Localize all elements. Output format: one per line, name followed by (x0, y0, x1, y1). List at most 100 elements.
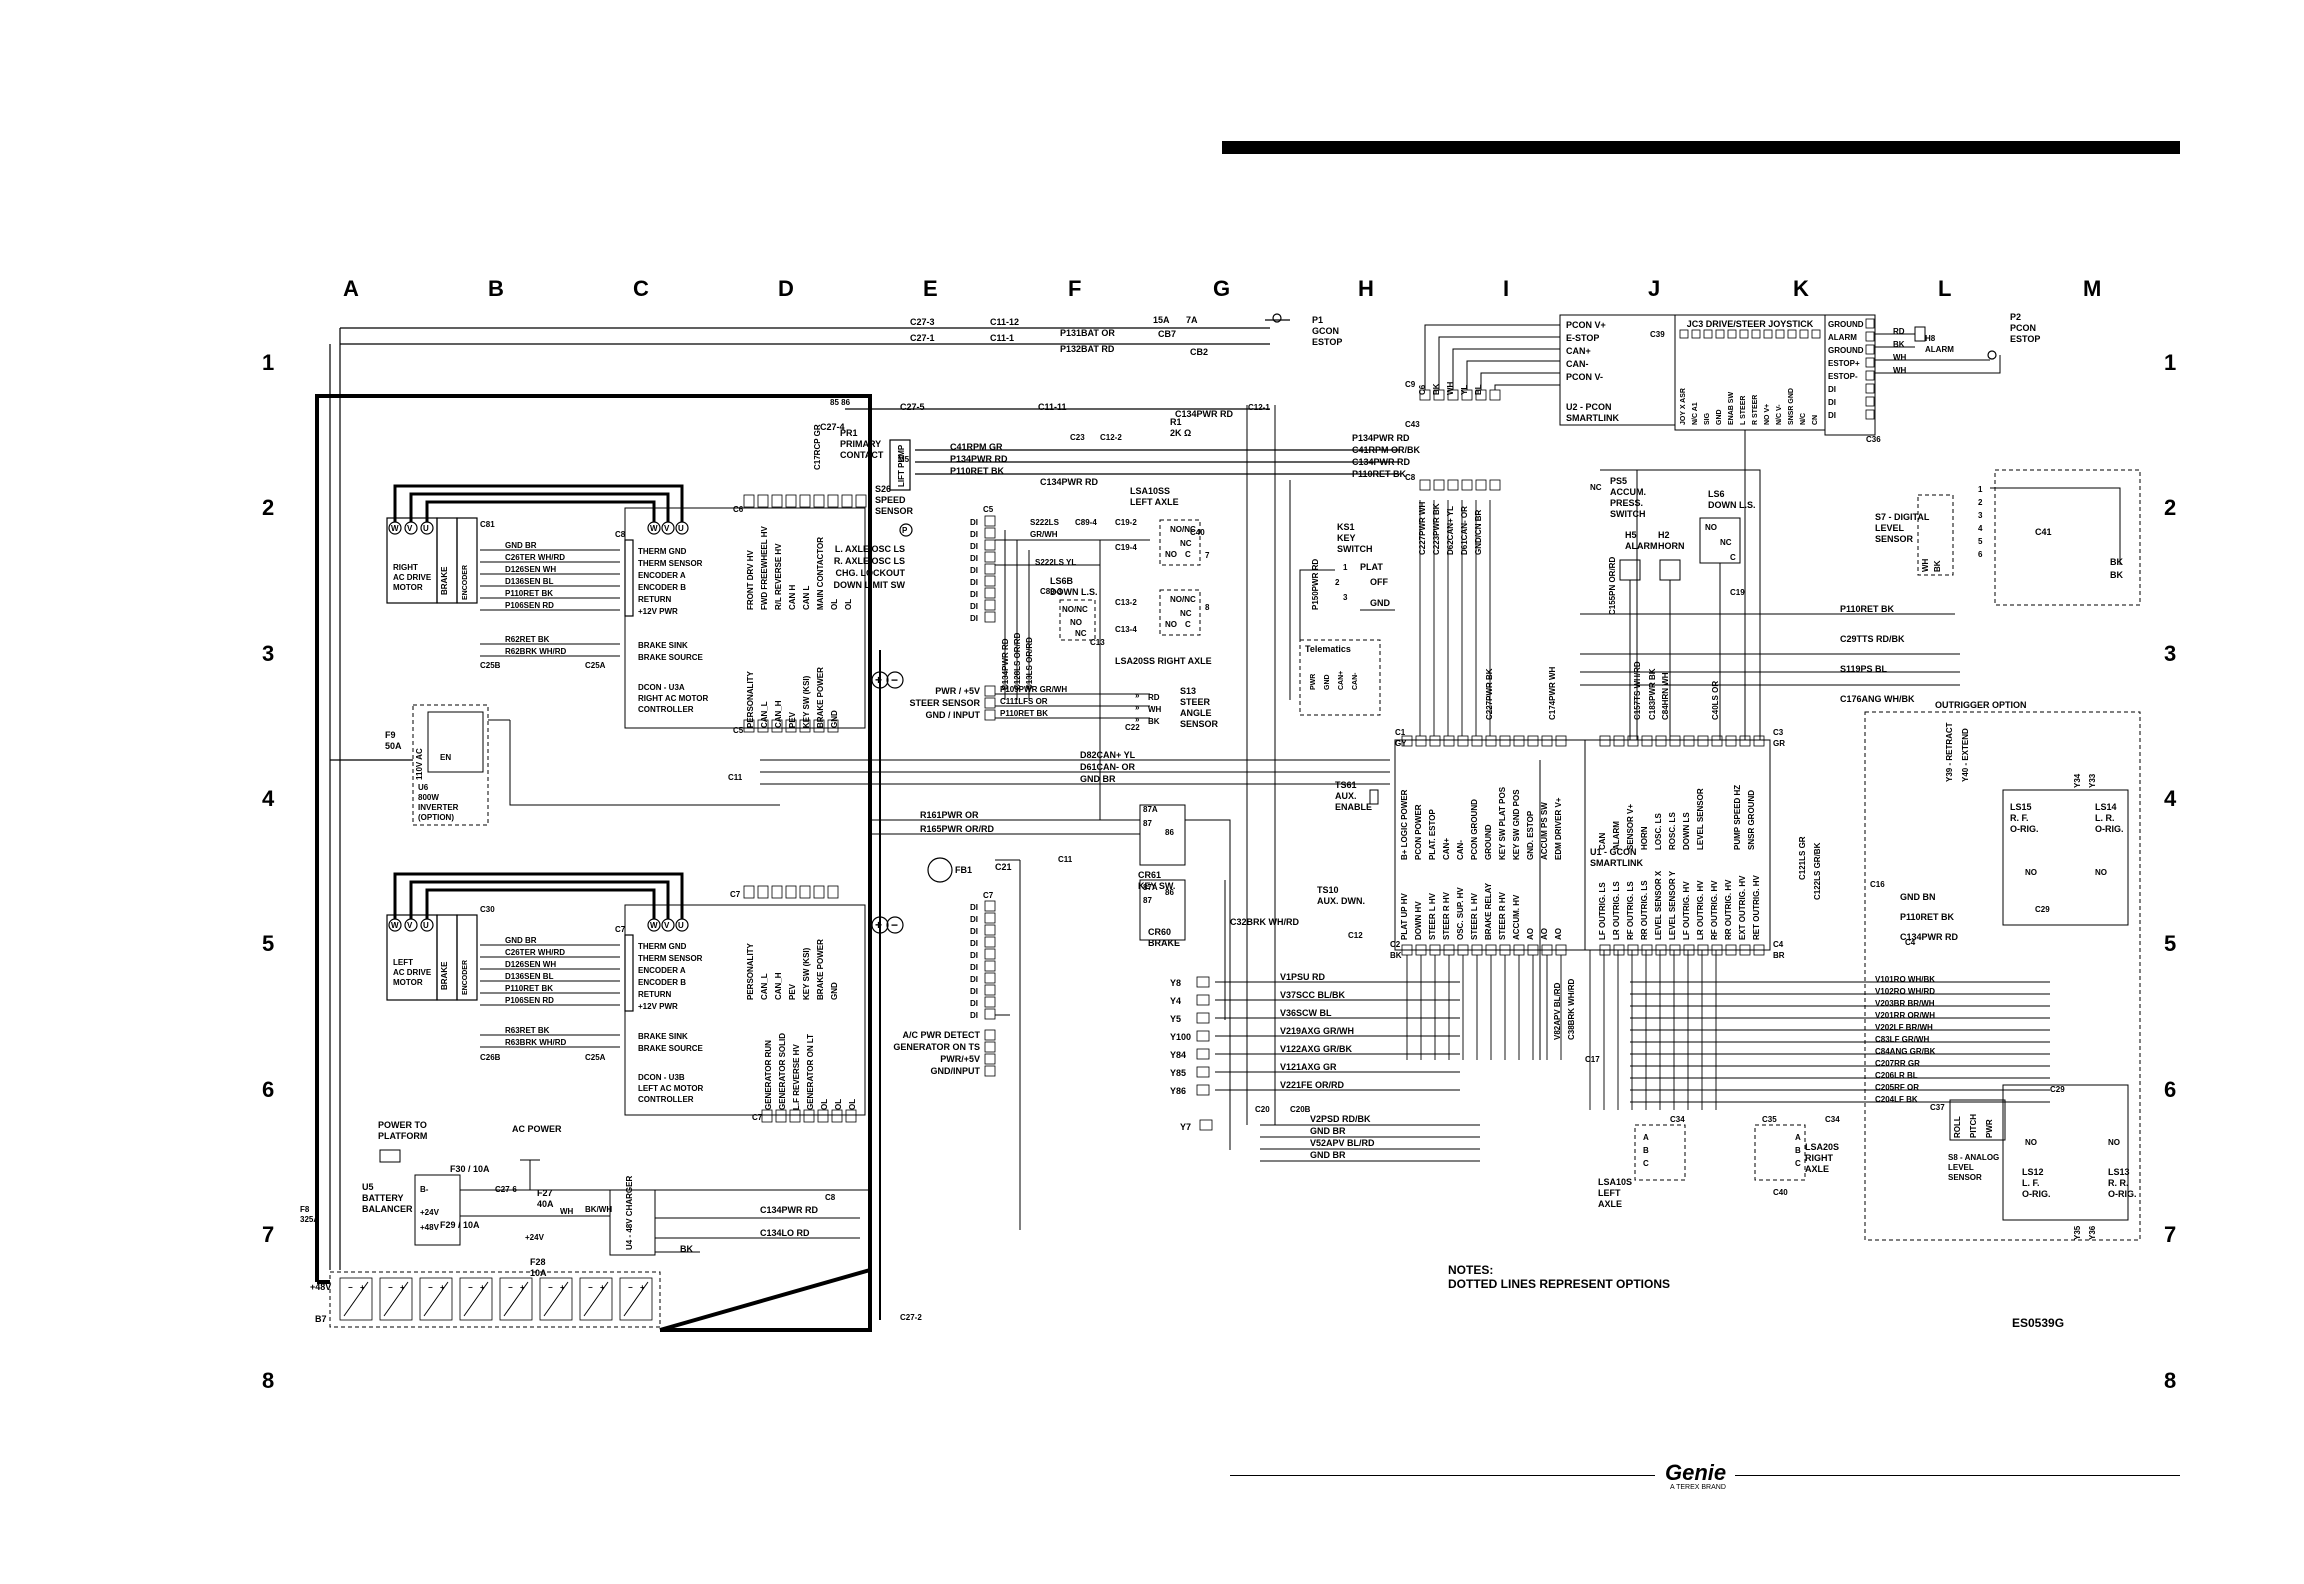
valve-y8: Y8 (1170, 978, 1181, 988)
battery-cell-diag-2 (423, 1281, 449, 1317)
left-phase-v (409, 880, 670, 919)
analog-sensor-pin-0: ROLL (1953, 1116, 1962, 1138)
gcon-top-pin-1: PCON POWER (1414, 804, 1423, 860)
label-c134pwr: C134PWR RD (1175, 409, 1234, 419)
pcon-estop-p2-0: P2 (2010, 312, 2021, 322)
c6-gcon-wire-0: C227PWR WH (1418, 501, 1427, 555)
label-c23: C23 (1070, 433, 1085, 442)
outrigger-ls12-2: O-RIG. (2022, 1189, 2051, 1199)
speed-sensor-1: SPEED (875, 495, 906, 505)
right-brake-wire-label-1: R62BRK WH/RD (505, 647, 567, 656)
outrigger-cwire-7: C207RR GR (1875, 1059, 1920, 1068)
ac-power-label: AC POWER (512, 1124, 562, 1134)
right-top-pin-6 (827, 494, 839, 508)
gcon-rbot-pin-11: RET OUTRIG. HV (1752, 874, 1761, 940)
gcon-v-wire-5: C183PWR BK (1648, 668, 1657, 720)
left-bot-pin-6 (845, 1109, 857, 1123)
balancer-name-0: U5 (362, 1182, 374, 1192)
joystick-pin-11: CN (1812, 415, 1819, 425)
analog-sensor-pin-2: PWR (1985, 1119, 1994, 1138)
balancer-24v: +24V (420, 1208, 440, 1217)
gcon-smartlink-name-1: SMARTLINK (1590, 858, 1643, 868)
y7-wire-label-0: V2PSD RD/BK (1310, 1114, 1371, 1124)
c6-gcon-wire-3: D61CAN- OR (1460, 506, 1469, 555)
gcon-bot-pin-7: STEER R HV (1498, 891, 1507, 940)
c7-label-3: GND/INPUT (931, 1066, 981, 1076)
inverter-inner (427, 711, 484, 773)
key-switch-name-2: SWITCH (1337, 544, 1373, 554)
label-c11-12: C11-12 (990, 317, 1019, 327)
outrigger-valve-1: Y40 - EXTEND (1961, 728, 1970, 782)
left-bot-pin-4 (817, 1109, 829, 1123)
c12-label: C12 (1348, 931, 1363, 940)
br-87a: 87A (1143, 883, 1158, 892)
left-row-label-2: 2 (262, 495, 275, 520)
gnd-alarm-pin-box-7 (1865, 409, 1875, 420)
left-phase-label-W: W (391, 921, 399, 930)
column-label-g: G (1213, 276, 1231, 301)
right-motor-title-2: MOTOR (393, 583, 423, 592)
drawing-id: ES0539G (2012, 1316, 2065, 1330)
charger-wire-bkwh: BK/WH (585, 1205, 612, 1214)
left-bot-pin-1 (775, 1109, 787, 1123)
gnd-alarm-block (1824, 314, 1876, 436)
fuse-f29: F29 / 10A (440, 1220, 480, 1230)
gcon-c1-pin-2 (1429, 735, 1441, 747)
c6-gcon-wire-2: D62CAN+ YL (1446, 506, 1455, 555)
axle-bot-left-pin-A: A (1643, 1133, 1649, 1142)
right-top-pin-0 (743, 494, 755, 508)
axle-left-c40: C40 (1190, 528, 1205, 537)
cell-minus-0: − (348, 1283, 353, 1292)
notes-block: NOTES: DOTTED LINES REPRESENT OPTIONS (1448, 1263, 1670, 1291)
valve-coil-3 (1196, 1030, 1210, 1042)
gcon-estop-2: ESTOP (1312, 337, 1342, 347)
c11-label: C11 (728, 773, 743, 782)
bus-minus-2 (886, 916, 904, 934)
gnd-alarm-pin-box-1 (1865, 331, 1875, 342)
c7-label-2: PWR/+5V (940, 1054, 980, 1064)
bus-plus-2 (871, 916, 889, 934)
joystick-pin-9: SNSR GND (1788, 388, 1795, 425)
left-row-label-6: 6 (262, 1077, 275, 1102)
alarm-h8-0: H8 (1925, 334, 1936, 343)
c7-di-0: DI (970, 903, 978, 912)
gnd-alarm-pin-5: DI (1828, 385, 1836, 394)
gcon-top-pin-10: ACCUM PS SW (1540, 802, 1549, 860)
right-mid-wire-0: P110RET BK (1840, 604, 1895, 614)
c6-di-label-2: CHG. LOCKOUT (836, 568, 906, 578)
left-top-pin-1 (757, 885, 769, 899)
left-vert-pin2-2: L.F REVERSE HV (792, 1044, 801, 1110)
outrigger-ls14-0: LS14 (2095, 802, 2117, 812)
c7-label-0: A/C PWR DETECT (903, 1030, 981, 1040)
right-ctrl-phase-W (647, 521, 661, 535)
label-r165: R165PWR OR/RD (920, 824, 995, 834)
c6-power-label-1: STEER SENSOR (909, 698, 980, 708)
gcon-bot-pin-0: PLAT UP HV (1400, 893, 1409, 940)
fuse-f28-1: 10A (530, 1268, 547, 1278)
left-vert-pin-6: GND (830, 982, 839, 1000)
steer-c22: C22 (1125, 723, 1140, 732)
label-c134pwr-rd: C134PWR RD (1040, 477, 1099, 487)
cell-minus-5: − (548, 1283, 553, 1292)
gnd-alarm-pin-box-5 (1865, 383, 1875, 394)
down-ls-nc: NC (1075, 629, 1087, 638)
c7-di-pin-8 (984, 996, 996, 1008)
gcon-c4-pin-5 (1669, 944, 1681, 956)
pcon-pin-4: PCON V- (1566, 372, 1603, 382)
left-wire-label-4: P110RET BK (505, 984, 553, 993)
outrigger-cwire-3: V201RR OR/WH (1875, 1011, 1935, 1020)
c7-di-pin-3 (984, 936, 996, 948)
telematics-pin-2: CAN+ (1338, 671, 1345, 690)
notes-title: NOTES: (1448, 1263, 1494, 1277)
right-top-pin-8 (855, 494, 867, 508)
right-ctrl-pin-5: +12V PWR (638, 607, 678, 616)
bus-plus-1 (871, 671, 889, 689)
bus-minus-2-label: − (891, 918, 898, 932)
down-ls6-c: C (1730, 553, 1736, 562)
battery-cell-diag-5 (543, 1281, 569, 1317)
column-label-k: K (1793, 276, 1809, 301)
right-row-label-5: 5 (2164, 931, 2177, 956)
gcon-c1: C1 (1395, 728, 1406, 737)
gcon-rtop-pin-5: ROSC. LS (1668, 812, 1677, 850)
left-ctrl-pin-4: RETURN (638, 990, 672, 999)
